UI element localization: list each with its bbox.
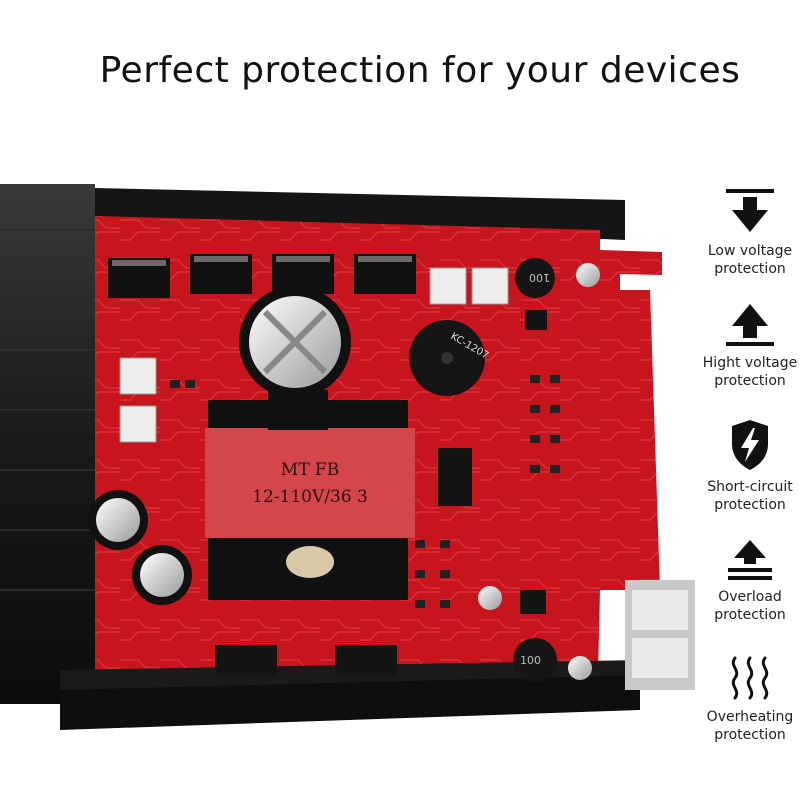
inverter-board-photo: KC-1207 100 100 MT FB 12-110V/36 3 <box>0 184 695 730</box>
feature-label-line1: Overheating <box>706 709 794 725</box>
feature-label-line2: protection <box>714 497 786 513</box>
feature-label-line2: protection <box>714 261 786 277</box>
feature-label-line1: Hight voltage <box>702 355 798 371</box>
heatsink-left <box>0 184 95 704</box>
transformer-line1: MT FB <box>281 460 339 480</box>
feature-low-voltage: Low voltage protection <box>690 188 800 278</box>
heatsink-top <box>95 188 625 240</box>
feature-label-line1: Short-circuit <box>707 479 793 495</box>
feature-label-line2: protection <box>714 607 786 623</box>
overload-icon <box>728 540 772 580</box>
headline: Perfect protection for your devices <box>99 50 741 91</box>
feature-overload: Overload protection <box>690 538 800 624</box>
inductor-label-bottom: 100 <box>520 654 541 667</box>
feature-label-line1: Low voltage <box>707 243 793 259</box>
feature-label-line2: protection <box>714 373 786 389</box>
feature-label-line1: Overload <box>718 589 782 605</box>
up-arrow-icon <box>726 304 774 346</box>
feature-overheating: Overheating protection <box>690 654 800 744</box>
heat-waves-icon <box>731 656 769 700</box>
feature-high-voltage: Hight voltage protection <box>690 302 800 390</box>
feature-label-line2: protection <box>714 727 786 743</box>
lightning-shield-icon <box>732 420 768 470</box>
transformer-line2: 12-110V/36 3 <box>252 487 368 507</box>
transformer-label-plate <box>205 428 415 538</box>
feature-short-circuit: Short-circuit protection <box>690 418 800 514</box>
inductor-label-top: 100 <box>529 271 550 284</box>
down-arrow-icon <box>726 189 774 232</box>
